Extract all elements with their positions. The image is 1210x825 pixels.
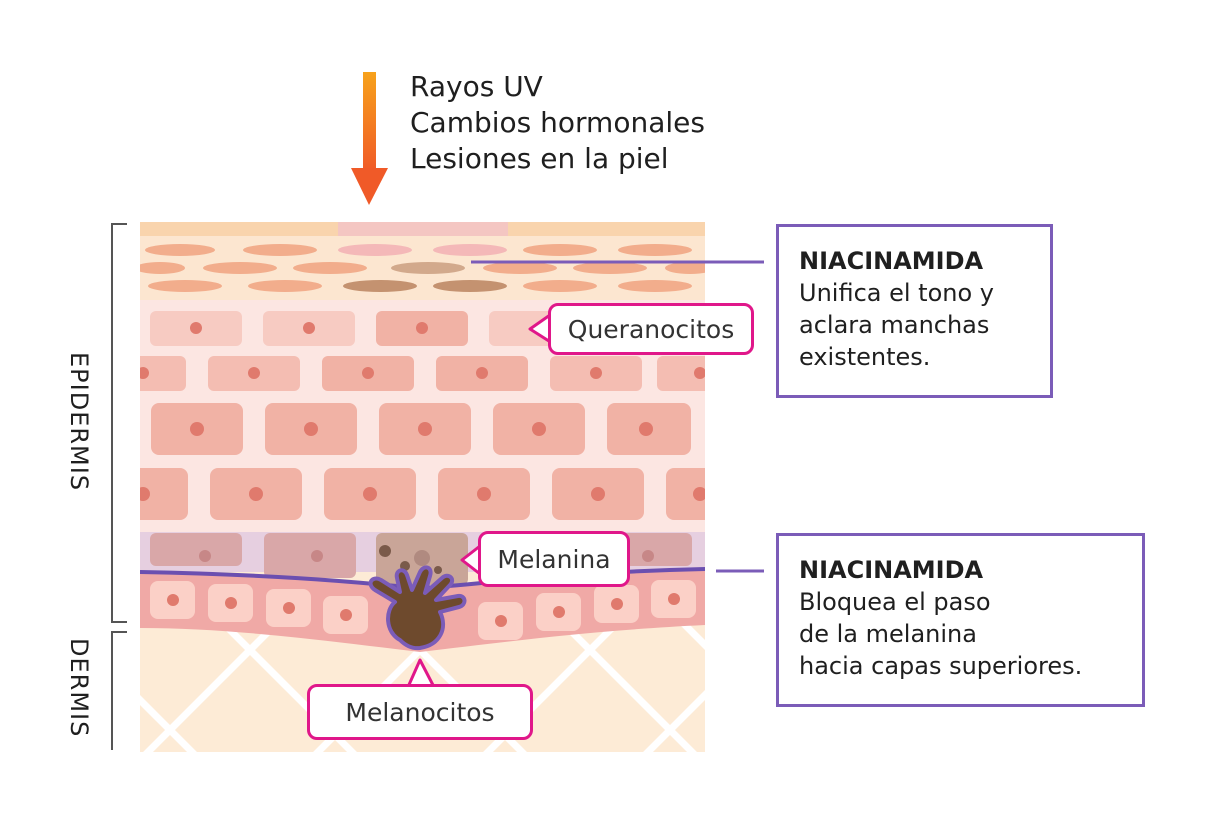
info-line: aclara manchas [799, 311, 990, 339]
keratinocyte-cells [140, 311, 705, 585]
melanocyte-cell [368, 565, 467, 651]
info-line: Bloquea el paso [799, 588, 991, 616]
info-line: de la melanina [799, 620, 977, 648]
down-arrow-icon [351, 72, 388, 205]
melanin-callout: Melanina [478, 531, 630, 587]
niacinamide-box-tone: NIACINAMIDA Unifica el tono y aclara man… [776, 224, 1053, 398]
info-line: hacia capas superiores. [799, 652, 1083, 680]
epidermis-label: EPIDERMIS [65, 352, 93, 492]
info-title: NIACINAMIDA [799, 556, 984, 584]
info-title: NIACINAMIDA [799, 247, 984, 275]
info-line: existentes. [799, 343, 931, 371]
layer-brackets [111, 223, 127, 750]
niacinamide-box-block: NIACINAMIDA Bloquea el paso de la melani… [776, 533, 1145, 707]
info-line: Unifica el tono y [799, 279, 994, 307]
trigger-hormonal: Cambios hormonales [410, 106, 705, 139]
trigger-uv: Rayos UV [410, 70, 543, 103]
melanocytes-callout: Melanocitos [307, 684, 533, 740]
keratinocytes-callout: Queranocitos [548, 303, 754, 355]
dermis-label: DERMIS [65, 638, 93, 738]
trigger-lesions: Lesiones en la piel [410, 142, 669, 175]
